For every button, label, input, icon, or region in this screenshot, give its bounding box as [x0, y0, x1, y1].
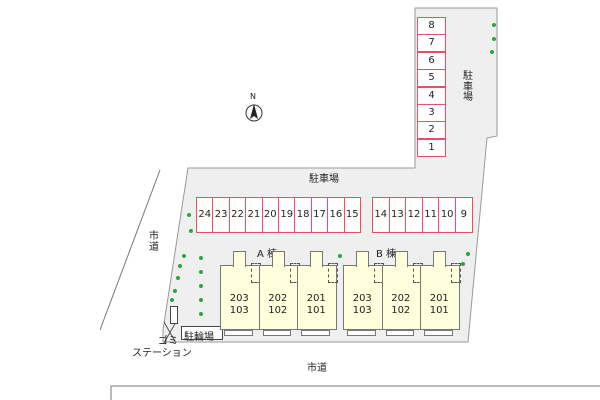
apartment-unit	[297, 265, 337, 330]
unit-number-lower: 101	[429, 305, 449, 316]
building-b-label: B 棟	[376, 249, 397, 260]
parking-stall: 20	[261, 197, 279, 233]
unit-number-upper: 201	[429, 293, 449, 304]
unit-number-upper: 202	[391, 293, 411, 304]
stair-outline	[451, 263, 461, 283]
unit-tab	[433, 251, 446, 267]
unit-number-upper: 202	[268, 293, 288, 304]
garbage-pointer-2	[163, 321, 177, 344]
building-a-label: A 棟	[257, 249, 278, 260]
parking-stall: 12	[405, 197, 423, 233]
tree-icon	[199, 270, 203, 274]
unit-number-lower: 101	[306, 305, 326, 316]
parking-stall: 1	[417, 138, 446, 157]
unit-number-lower: 103	[352, 305, 372, 316]
tree-icon	[170, 298, 174, 302]
unit-number-upper: 203	[229, 293, 249, 304]
north-arrow-icon	[245, 104, 263, 122]
parking-stall: 21	[245, 197, 263, 233]
parking-stall: 2	[417, 121, 446, 140]
tree-icon	[187, 213, 191, 217]
parking-label-right: 駐車場	[463, 71, 473, 103]
parking-stall: 8	[417, 17, 446, 35]
parking-stall: 15	[343, 197, 361, 233]
tree-icon	[199, 256, 203, 260]
unit-tab	[394, 251, 408, 267]
unit-step	[424, 330, 453, 336]
parking-stall: 5	[417, 69, 446, 88]
tree-icon	[461, 262, 465, 266]
parking-label-top: 駐車場	[309, 174, 339, 185]
tree-icon	[189, 229, 193, 233]
tree-icon	[199, 284, 203, 288]
apartment-unit	[420, 265, 460, 330]
tree-icon	[178, 264, 182, 268]
parking-stall: 9	[455, 197, 473, 233]
parking-stall: 17	[310, 197, 329, 233]
tree-icon	[176, 276, 180, 280]
tree-icon	[199, 312, 203, 316]
street-left-line	[99, 169, 161, 331]
unit-step	[301, 330, 330, 336]
unit-tab	[356, 251, 369, 267]
parking-stall: 19	[278, 197, 296, 233]
parking-stall: 14	[372, 197, 390, 233]
unit-tab	[310, 251, 323, 267]
tree-icon	[492, 37, 496, 41]
lot-area	[162, 7, 498, 343]
bicycle-parking: 駐輪場	[181, 326, 223, 343]
unit-tab	[233, 251, 246, 267]
street-label-left: 市道	[149, 231, 159, 253]
parking-stall: 6	[417, 51, 446, 70]
unit-step	[347, 330, 376, 336]
garbage-label-2: ステーション	[132, 348, 192, 359]
unit-step	[224, 330, 253, 336]
tree-icon	[199, 298, 203, 302]
tree-icon	[173, 289, 177, 293]
unit-number-lower: 102	[268, 305, 288, 316]
north-label: N	[250, 92, 256, 101]
unit-step	[385, 330, 414, 336]
parking-stall: 22	[228, 197, 247, 233]
apartment-unit	[343, 265, 383, 330]
parking-stall: 4	[417, 86, 446, 105]
unit-number-upper: 201	[306, 293, 326, 304]
unit-number-lower: 102	[391, 305, 411, 316]
unit-step	[262, 330, 291, 336]
tree-icon	[182, 254, 186, 258]
parking-stall: 3	[417, 104, 446, 122]
street-bottom-line	[110, 385, 600, 400]
street-label-bottom: 市道	[307, 363, 327, 374]
parking-stall: 7	[417, 34, 446, 53]
stair-outline	[328, 263, 338, 283]
garbage-box	[170, 306, 178, 324]
unit-number-upper: 203	[352, 293, 372, 304]
unit-number-lower: 103	[229, 305, 249, 316]
parking-stall: 11	[421, 197, 440, 233]
tree-icon	[492, 23, 496, 27]
tree-icon	[338, 254, 342, 258]
unit-tab	[271, 251, 285, 267]
apartment-unit	[381, 265, 421, 330]
garbage-label-1: ゴミ	[158, 336, 178, 347]
parking-stall: 23	[212, 197, 230, 233]
parking-stall: 13	[388, 197, 407, 233]
parking-stall: 10	[438, 197, 456, 233]
parking-stall: 16	[327, 197, 345, 233]
bicycle-parking-label: 駐輪場	[184, 332, 214, 343]
tree-icon	[490, 50, 494, 54]
parking-stall: 24	[196, 197, 214, 233]
tree-icon	[466, 252, 470, 256]
parking-stall: 18	[294, 197, 312, 233]
